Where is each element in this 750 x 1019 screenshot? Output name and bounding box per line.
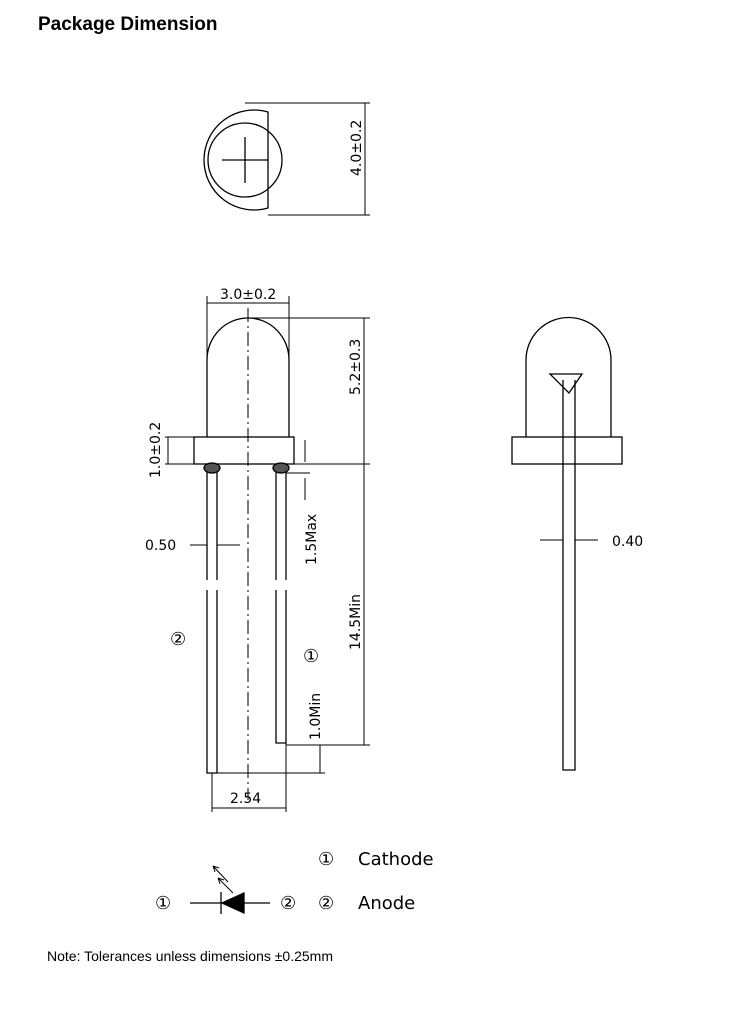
front-view: 0.40 <box>511 316 643 771</box>
dim-flange-height: 1.0±0.2 <box>148 422 164 478</box>
pin2-marker: ② <box>170 629 186 650</box>
legend-cathode: Cathode <box>358 849 434 870</box>
dim-pitch: 2.54 <box>230 791 261 807</box>
page-title: Package Dimension <box>38 14 218 35</box>
dim-lead-width: 0.50 <box>145 538 176 554</box>
dim-lens-width: 3.0±0.2 <box>220 287 276 303</box>
dim-lead-diff: 1.0Min <box>308 693 324 740</box>
tolerance-note: Note: Tolerances unless dimensions ±0.25… <box>47 948 334 964</box>
dim-resin-max: 1.5Max <box>304 514 320 565</box>
dim-lead-length: 14.5Min <box>348 594 364 650</box>
legend-anode: Anode <box>358 893 415 914</box>
pin-legend: ① Cathode ② Anode <box>318 849 434 914</box>
diode-symbol: ① ② <box>155 865 296 915</box>
dim-lead-thickness: 0.40 <box>612 534 643 550</box>
pin1-marker: ① <box>303 646 319 667</box>
legend-pin1-mark: ① <box>318 849 334 870</box>
symbol-pin2: ② <box>280 893 296 914</box>
legend-pin2-mark: ② <box>318 893 334 914</box>
symbol-pin1: ① <box>155 893 171 914</box>
dim-lens-height: 5.2±0.3 <box>348 339 364 395</box>
side-view: 3.0±0.2 5.2±0.3 14.5Min 1.0±0.2 1.5Max 0… <box>145 287 370 812</box>
dim-top-diameter: 4.0±0.2 <box>349 120 365 176</box>
top-view: 4.0±0.2 <box>203 102 370 216</box>
